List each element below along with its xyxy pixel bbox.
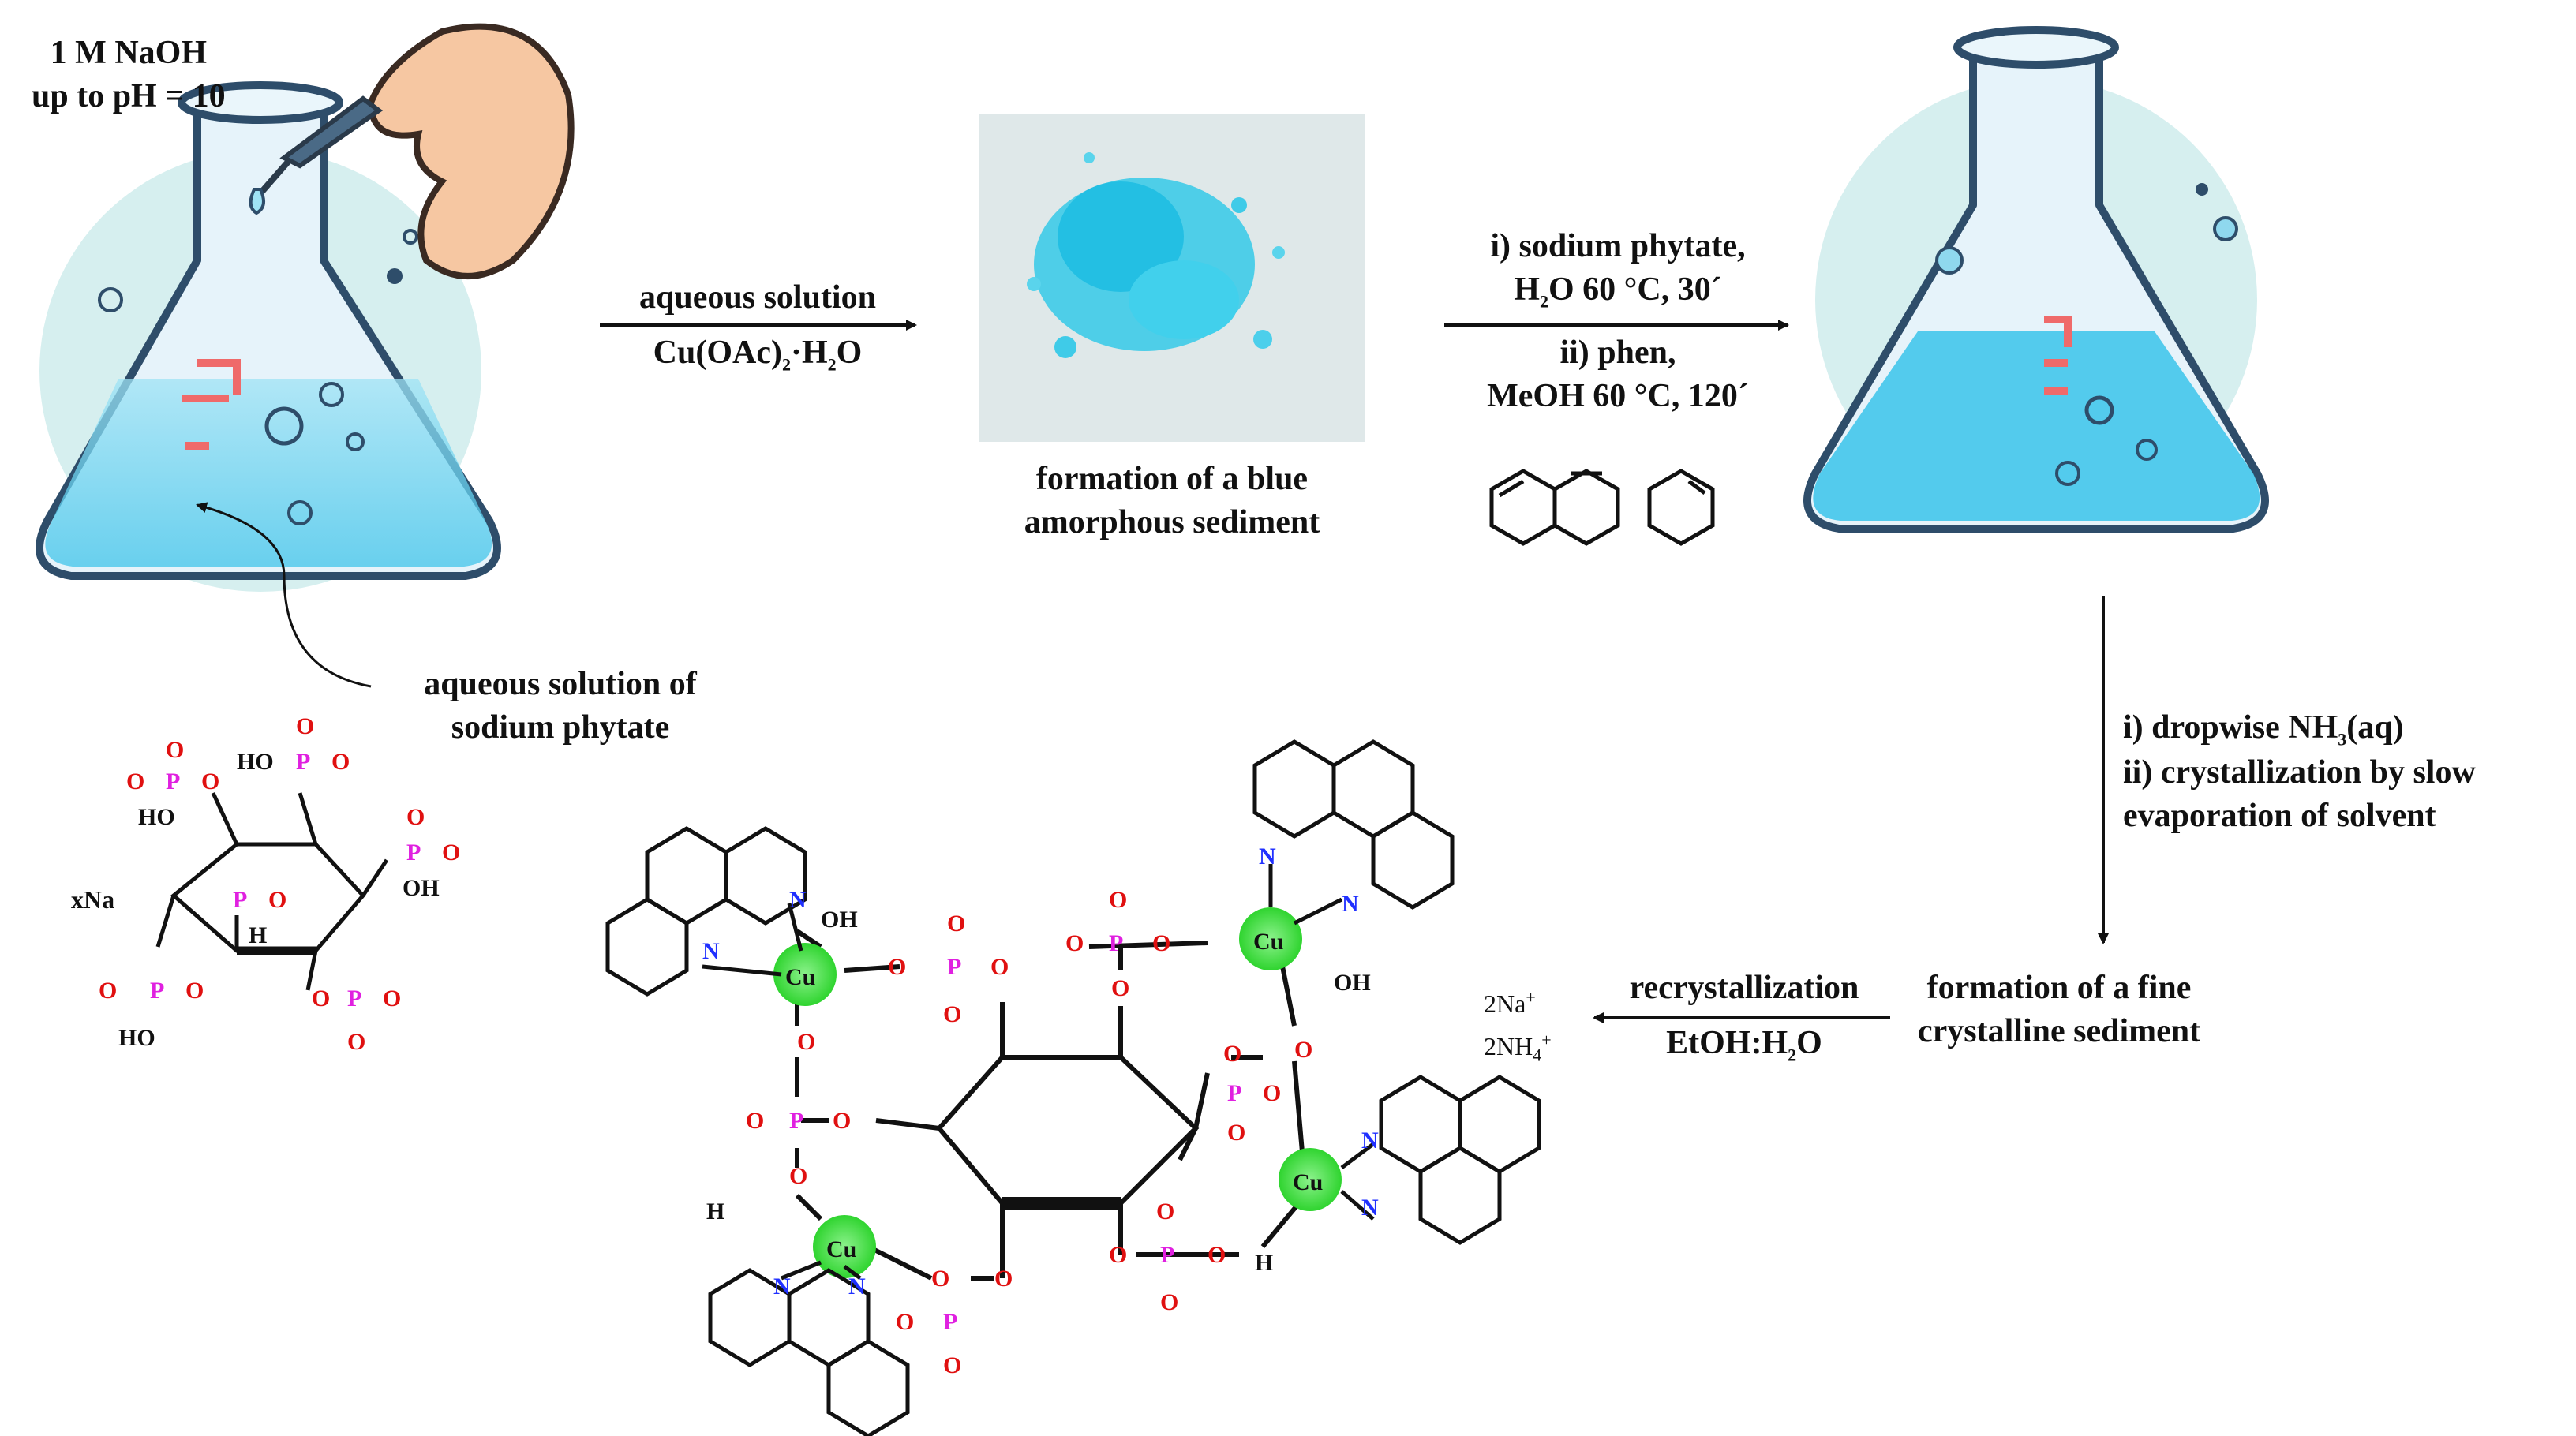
atom-o: O [406, 804, 425, 830]
atom-p: P [1160, 1242, 1174, 1268]
atom-p: P [406, 840, 421, 866]
atom-o: O [312, 985, 330, 1012]
atom-o: O [833, 1108, 851, 1134]
atom-water: OH [821, 907, 858, 933]
atom-o: O [268, 887, 286, 913]
atom-n: N [702, 938, 720, 964]
blue-sediment-photo [979, 114, 1365, 442]
flask-right-illustration [1803, 26, 2269, 533]
atom-cu: Cu [1293, 1169, 1323, 1195]
atom-o: O [296, 713, 314, 739]
atom-o: O [1152, 930, 1170, 956]
arrow2-label-top: i) sodium phytate, H2O 60 °C, 30´ [1490, 228, 1746, 311]
atom-o: O [166, 737, 184, 763]
atom-o: O [797, 1029, 815, 1055]
atom-p: P [1109, 930, 1123, 956]
atom-o: O [383, 985, 401, 1012]
atom-o: O [994, 1266, 1013, 1292]
atom-n: N [848, 1273, 866, 1300]
atom-p: P [947, 954, 961, 980]
atom-o: O [1109, 1242, 1127, 1268]
atom-p: P [166, 768, 180, 795]
phytate-pointer-arrow [196, 502, 372, 688]
atom-p: P [150, 978, 164, 1004]
atom-o: O [1109, 887, 1127, 913]
sediment-label: formation of a blue amorphous sediment [1024, 461, 1320, 540]
atom-p: P [233, 887, 247, 913]
atom-o: O [1294, 1037, 1312, 1063]
atom-o: O [126, 768, 144, 795]
atom-o: O [1065, 930, 1084, 956]
atom-water: H [1255, 1250, 1273, 1276]
atom-o: O [947, 911, 965, 937]
atom-o: O [1263, 1080, 1281, 1106]
arrow1-label-bottom: Cu(OAc)2·H2O [653, 335, 863, 375]
arrow4-label-bottom: EtOH:H2O [1666, 1025, 1822, 1065]
atom-p: P [296, 749, 310, 775]
arrow4-label-top: recrystallization [1629, 970, 1859, 1006]
atom-cu: Cu [826, 1236, 856, 1262]
flask-left-illustration [36, 23, 575, 592]
phytate-structure [155, 791, 389, 991]
atom-n: N [1361, 1195, 1379, 1221]
atom-o: O [99, 978, 117, 1004]
atom-p: P [1227, 1080, 1241, 1106]
atom-h: H [249, 922, 267, 948]
atom-cu: Cu [785, 964, 815, 990]
fine-sediment-label: formation of a fine crystalline sediment [1918, 970, 2201, 1049]
atom-n: N [1361, 1127, 1379, 1154]
atom-n: N [1259, 843, 1276, 869]
atom-o: O [1227, 1120, 1245, 1146]
atom-o: O [746, 1108, 764, 1134]
atom-p: P [347, 985, 361, 1012]
atom-ho: HO [118, 1025, 155, 1051]
atom-n: N [1342, 891, 1359, 917]
atom-o: O [789, 1163, 807, 1189]
atom-ho: HO [138, 804, 175, 830]
atom-p: P [789, 1108, 803, 1134]
atom-ho: HO [237, 749, 274, 775]
atom-o: O [201, 768, 219, 795]
atom-o: O [888, 954, 906, 980]
copper-phytate-complex [605, 739, 1541, 1436]
atom-n: N [789, 887, 807, 913]
atom-o: O [990, 954, 1009, 980]
atom-o: O [1156, 1199, 1174, 1225]
atom-o: O [347, 1029, 365, 1055]
atom-o: O [185, 978, 204, 1004]
atom-p: P [943, 1309, 957, 1335]
atom-cu: Cu [1253, 929, 1283, 955]
atom-o: O [442, 840, 460, 866]
phytate-label: aqueous solution of sodium phytate [424, 666, 697, 746]
xna-label: xNa [71, 885, 115, 914]
atom-o: O [943, 1352, 961, 1378]
atom-o: O [1208, 1242, 1226, 1268]
atom-n: N [773, 1273, 791, 1300]
atom-o: O [1111, 975, 1129, 1001]
phenanthroline-structure [1489, 469, 1715, 546]
arrow2-label-bottom: ii) phen, MeOH 60 °C, 120´ [1487, 335, 1749, 414]
atom-water: OH [1334, 970, 1371, 996]
atom-o: O [331, 749, 350, 775]
atom-water: H [706, 1199, 724, 1225]
naoh-label: 1 M NaOH up to pH = 10 [32, 35, 226, 114]
arrow1-label-top: aqueous solution [639, 279, 876, 316]
atom-o: O [1160, 1289, 1178, 1315]
atom-oh: OH [402, 875, 440, 901]
arrow3-label: i) dropwise NH3(aq) ii) crystallization … [2123, 709, 2476, 834]
counter-ions: 2Na+ 2NH4+ [1484, 987, 1552, 1065]
atom-o: O [1223, 1041, 1241, 1067]
atom-o: O [943, 1001, 961, 1027]
atom-o: O [896, 1309, 914, 1335]
atom-o: O [931, 1266, 949, 1292]
